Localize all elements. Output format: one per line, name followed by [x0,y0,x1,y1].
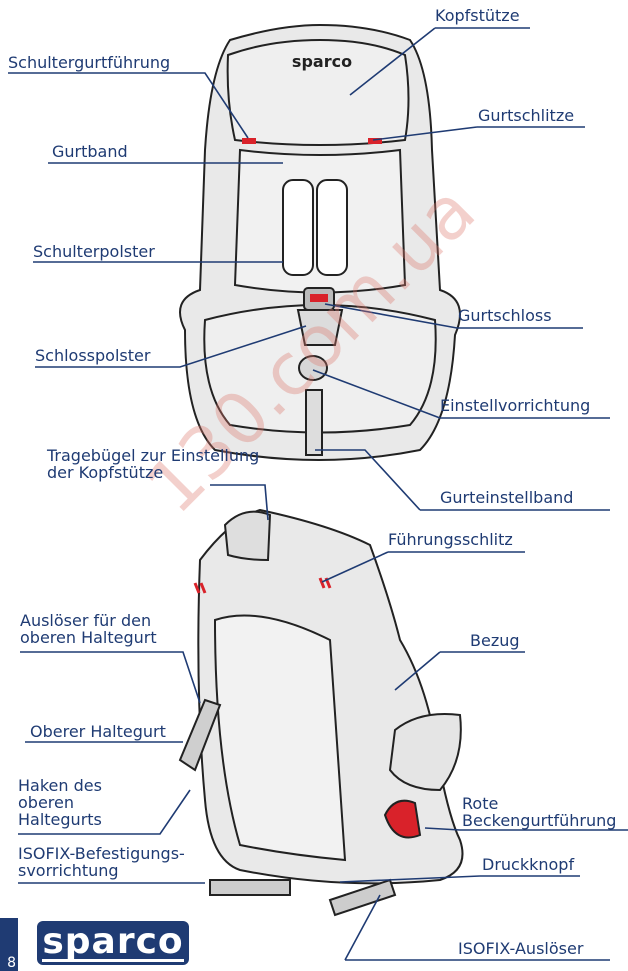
label-gurtschloss: Gurtschloss [458,308,552,325]
page-number: 8 [0,918,18,971]
label-druckknopf: Druckknopf [482,857,574,874]
sparco-logo: sparco [37,921,189,965]
label-isofix-ausloeser: ISOFIX-Auslöser [458,941,583,958]
label-gurtband: Gurtband [52,144,128,161]
label-schlosspolster: Schlosspolster [35,348,150,365]
label-kopfstuetze: Kopfstütze [435,8,520,25]
back-panel [215,616,345,861]
label-oberer-haltegurt: Oberer Haltegurt [30,724,166,741]
isofix-arm-left [210,880,290,895]
label-tragebuegel: Tragebügel zur Einstellung der Kopfstütz… [47,448,259,482]
label-schulterpolster: Schulterpolster [33,244,155,261]
side-armrest [390,714,461,790]
label-gurtschlitze: Gurtschlitze [478,108,574,125]
label-bezug: Bezug [470,633,520,650]
isofix-arm-right [330,880,395,915]
logo-text: sparco [42,925,183,962]
label-einstellvorrichtung: Einstellvorrichtung [440,398,590,415]
label-schultergurtfuehrung: Schultergurtführung [8,55,170,72]
shoulder-pad-left [283,180,313,275]
label-haken: Haken des oberen Haltegurts [18,778,102,828]
label-gurteinstellband: Gurteinstellband [440,490,573,507]
label-isofix-befestigung: ISOFIX-Befestigungs- svorrichtung [18,846,185,880]
back-head-top [225,512,270,560]
label-fuehrungsschlitz: Führungsschlitz [388,532,513,549]
label-ausloeser-haltegurt: Auslöser für den oberen Haltegurt [20,613,157,647]
label-rote-beckengurtfuehrung: Rote Beckengurtführung [462,796,616,830]
svg-text:sparco: sparco [292,52,352,71]
